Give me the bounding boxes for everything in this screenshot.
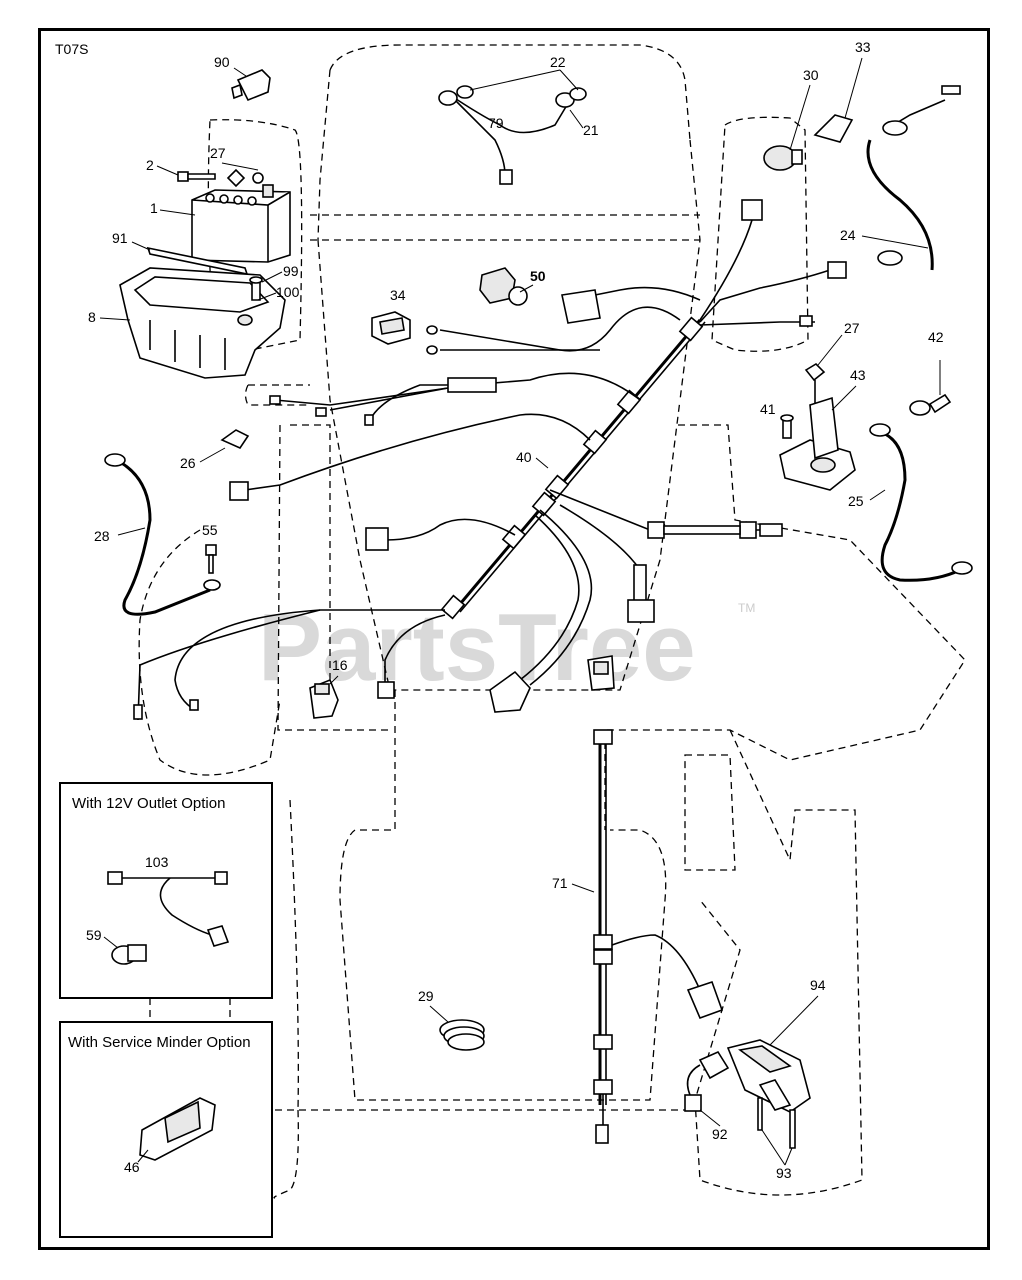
option-title-service-minder: With Service Minder Option xyxy=(68,1034,251,1051)
label-16: 16 xyxy=(332,657,348,673)
part-40-main-harness xyxy=(133,199,847,721)
label-43: 43 xyxy=(850,367,866,383)
part-8-battery-tray xyxy=(119,267,286,379)
part-90-connector xyxy=(231,69,271,102)
label-93: 93 xyxy=(776,1165,792,1181)
label-99: 99 xyxy=(283,263,299,279)
diagram-code: T07S xyxy=(55,41,88,57)
label-1: 1 xyxy=(150,200,158,216)
label-94: 94 xyxy=(810,977,826,993)
part-92-connector xyxy=(684,1050,730,1112)
label-27a: 27 xyxy=(210,145,226,161)
label-40: 40 xyxy=(516,449,532,465)
part-34-fuse-block xyxy=(371,311,411,345)
part-25-cable xyxy=(869,423,973,582)
label-55: 55 xyxy=(202,522,218,538)
part-24-battery-cable xyxy=(866,85,961,271)
label-26: 26 xyxy=(180,455,196,471)
label-103: 103 xyxy=(145,854,169,870)
label-42: 42 xyxy=(928,329,944,345)
part-30-ignition-switch xyxy=(763,145,803,171)
option-box-service-minder: With Service Minder Option xyxy=(59,1021,273,1238)
label-46: 46 xyxy=(124,1159,140,1175)
label-24: 24 xyxy=(840,227,856,243)
part-1-battery xyxy=(191,184,291,263)
part-26-clip xyxy=(220,429,250,450)
part-29-coil xyxy=(439,1019,485,1051)
label-59: 59 xyxy=(86,927,102,943)
part-headlight-harness xyxy=(438,85,587,185)
watermark-trademark: TM xyxy=(738,601,755,615)
part-16-switch xyxy=(309,678,339,719)
label-91: 91 xyxy=(112,230,128,246)
part-42-cap xyxy=(909,360,952,416)
label-8: 8 xyxy=(88,309,96,325)
part-41-bolt xyxy=(780,414,794,439)
label-29: 29 xyxy=(418,988,434,1004)
part-2-bolt xyxy=(177,171,216,182)
label-100: 100 xyxy=(276,284,300,300)
label-90: 90 xyxy=(214,54,230,70)
part-93-screws xyxy=(757,1097,796,1149)
label-50: 50 xyxy=(530,268,546,284)
part-27-nut-b xyxy=(804,362,826,405)
label-28: 28 xyxy=(94,528,110,544)
part-94-switch-bracket xyxy=(726,1039,811,1113)
part-27-nut-a xyxy=(226,168,264,188)
part-99-screw xyxy=(249,276,263,301)
option-box-12v-outlet: With 12V Outlet Option xyxy=(59,782,273,999)
label-34: 34 xyxy=(390,287,406,303)
part-50-relay xyxy=(479,267,528,306)
label-30: 30 xyxy=(803,67,819,83)
label-71: 71 xyxy=(552,875,568,891)
part-43-solenoid-bracket xyxy=(779,396,856,491)
label-2: 2 xyxy=(146,157,154,173)
label-33: 33 xyxy=(855,39,871,55)
label-21: 21 xyxy=(583,122,599,138)
label-79: 79 xyxy=(488,115,504,131)
label-25: 25 xyxy=(848,493,864,509)
label-22: 22 xyxy=(550,54,566,70)
label-27b: 27 xyxy=(844,320,860,336)
label-41: 41 xyxy=(760,401,776,417)
part-33-key xyxy=(813,114,854,143)
part-55-screw xyxy=(205,544,217,574)
label-92: 92 xyxy=(712,1126,728,1142)
part-71-rear-harness xyxy=(587,655,724,1144)
option-title-12v-outlet: With 12V Outlet Option xyxy=(72,795,225,812)
part-28-ground-cable xyxy=(104,453,221,616)
